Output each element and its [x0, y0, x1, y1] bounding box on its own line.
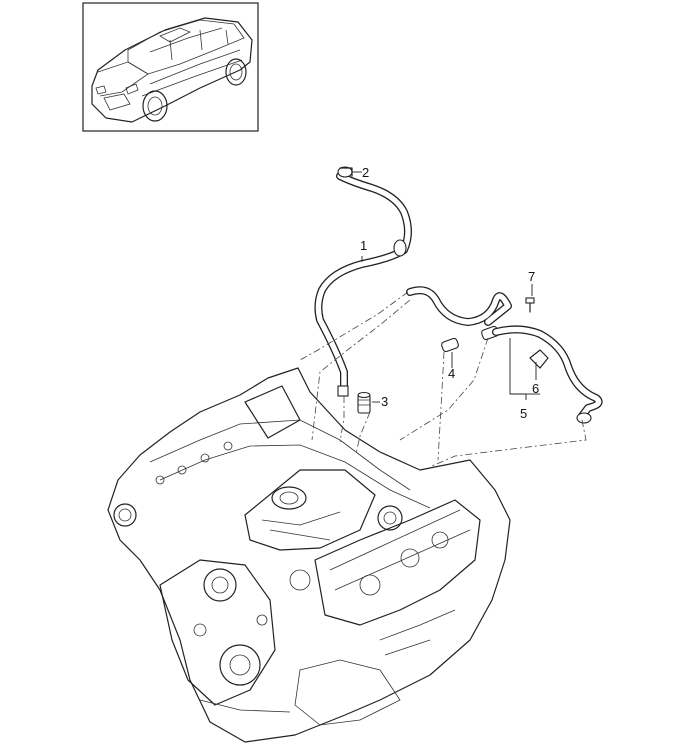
callout-7: 7 [528, 269, 535, 284]
callout-1: 1 [360, 238, 367, 253]
upper-vent-hose [406, 286, 512, 353]
vent-hose-assembly [492, 325, 603, 424]
callout-2: 2 [362, 165, 369, 180]
callout-5: 5 [520, 406, 527, 421]
connection-lines [299, 291, 587, 467]
bolt [525, 297, 535, 313]
breather-pipe [314, 172, 412, 397]
suv-icon [91, 17, 253, 123]
engine-block [107, 367, 511, 743]
callout-3: 3 [381, 394, 388, 409]
callout-6: 6 [532, 381, 539, 396]
fitting-plug [357, 391, 371, 414]
hose-holder-clip [529, 349, 549, 369]
vehicle-thumbnail [82, 2, 259, 132]
callout-4: 4 [448, 366, 455, 381]
leader-lines [352, 171, 540, 403]
hose-clip [337, 166, 353, 178]
